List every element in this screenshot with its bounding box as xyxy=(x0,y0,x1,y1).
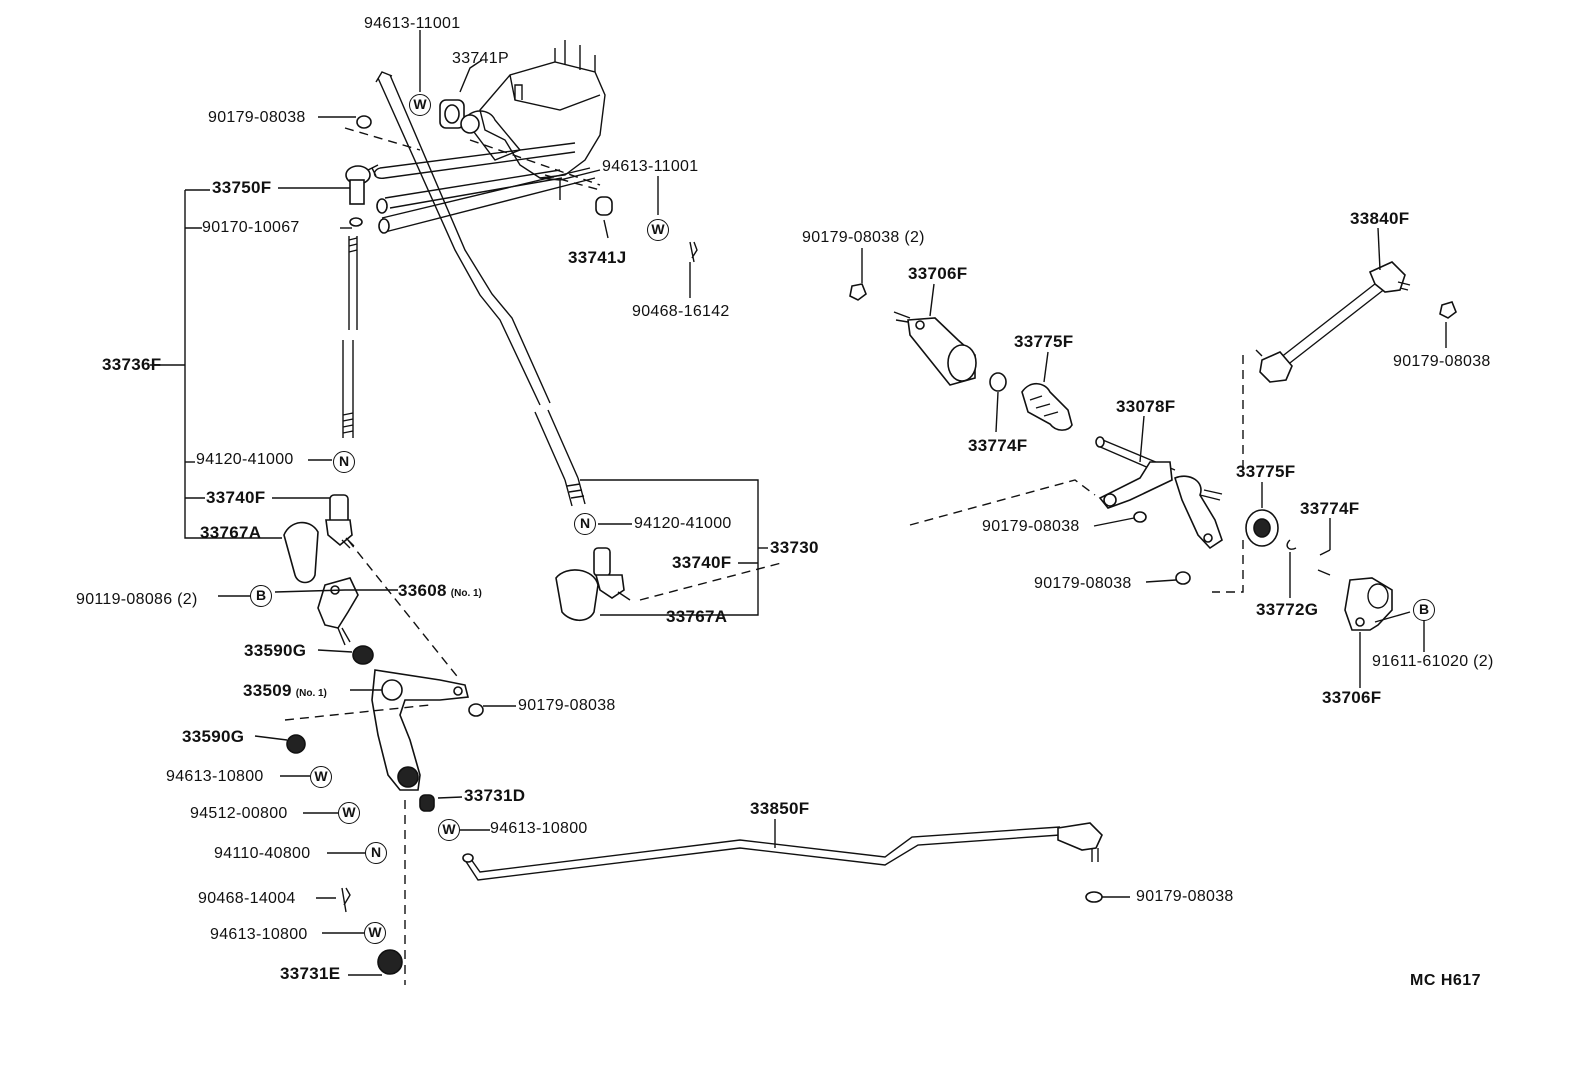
label-90468-16142: 90468-16142 xyxy=(632,303,730,320)
label-33736F: 33736F xyxy=(102,355,162,374)
boot-33775F-top xyxy=(1021,382,1073,431)
label-90179-08038-bottom: 90179-08038 xyxy=(1136,888,1234,905)
label-94110-40800: 94110-40800 xyxy=(214,845,311,862)
label-33767A-left: 33767A xyxy=(200,523,262,542)
label-94120-41000-left: 94120-41000 xyxy=(196,451,294,468)
washer-icon: W xyxy=(338,802,360,824)
label-33740F-right: 33740F xyxy=(672,553,732,572)
label-33850F: 33850F xyxy=(750,799,810,818)
label-33772G: 33772G xyxy=(1256,600,1319,619)
bushing-33741J xyxy=(595,196,613,216)
label-33590G-bottom: 33590G xyxy=(182,727,245,746)
label-94613-10800-b: 94613-10800 xyxy=(490,820,588,837)
shaft-33078F xyxy=(1095,436,1223,550)
label-90119-08086: 90119-08086 (2) xyxy=(76,591,198,608)
label-33730: 33730 xyxy=(770,538,819,557)
bolt-icon: B xyxy=(250,585,272,607)
label-90170-10067: 90170-10067 xyxy=(202,219,300,236)
lever-33509 xyxy=(371,669,469,791)
cotter-pin-90468-14004 xyxy=(341,887,351,913)
label-33767A-right: 33767A xyxy=(666,607,728,626)
label-33775F-right: 33775F xyxy=(1236,462,1296,481)
clip-33772G xyxy=(1286,539,1297,550)
cross-rods xyxy=(373,142,596,234)
label-94613-11001-mid: 94613-11001 xyxy=(602,158,699,175)
label-94613-11001-top: 94613-11001 xyxy=(364,15,461,32)
lever-33706F-bottom xyxy=(1344,577,1393,631)
nut-90179-08038-2 xyxy=(849,283,867,301)
lever-33706F-top xyxy=(893,311,977,386)
label-33608: 33608(No. 1) xyxy=(398,581,482,600)
label-90179-08038-right: 90179-08038 xyxy=(1393,353,1491,370)
label-33774F-top: 33774F xyxy=(968,436,1028,455)
threaded-rod-33736F xyxy=(342,236,358,438)
label-33775F-top: 33775F xyxy=(1014,332,1074,351)
washer-icon: W xyxy=(409,94,431,116)
label-90179-08038-2: 90179-08038 (2) xyxy=(802,229,925,246)
washer-icon: W xyxy=(310,766,332,788)
ball-joint-33740F-right xyxy=(593,547,631,601)
bracket-33608 xyxy=(317,577,359,646)
label-33840F: 33840F xyxy=(1350,209,1410,228)
label-33078F: 33078F xyxy=(1116,397,1176,416)
ball-joint-33750F xyxy=(345,115,379,227)
label-33741J: 33741J xyxy=(568,248,627,267)
label-90468-14004: 90468-14004 xyxy=(198,890,296,907)
label-33706F-bottom: 33706F xyxy=(1322,688,1382,707)
nut-icon: N xyxy=(365,842,387,864)
boot-33767A-left xyxy=(283,521,319,584)
cotter-pin-90468-16142 xyxy=(689,241,698,263)
washer-icon: W xyxy=(647,219,669,241)
boot-33767A-right xyxy=(555,569,599,622)
bushing-33731D xyxy=(419,794,435,812)
label-90179-08038-center-1: 90179-08038 xyxy=(982,518,1080,535)
label-33509: 33509(No. 1) xyxy=(243,681,327,700)
bushing-33731E xyxy=(377,949,403,975)
label-91611-61020: 91611-61020 (2) xyxy=(1372,653,1494,670)
label-33750F: 33750F xyxy=(212,178,272,197)
nut-icon: N xyxy=(574,513,596,535)
label-33731E: 33731E xyxy=(280,964,341,983)
diagram-code: MC H617 xyxy=(1410,972,1482,989)
shift-rod xyxy=(375,71,586,507)
rod-33840F xyxy=(1255,261,1411,383)
clip-33774F-right xyxy=(1317,549,1331,576)
label-33731D: 33731D xyxy=(464,786,526,805)
bushing-33590G-bottom xyxy=(286,734,306,754)
label-94120-41000-right: 94120-41000 xyxy=(634,515,732,532)
bushing-33741P xyxy=(439,99,480,134)
label-33740F-left: 33740F xyxy=(206,488,266,507)
label-94512-00800: 94512-00800 xyxy=(190,805,288,822)
label-33590G-top: 33590G xyxy=(244,641,307,660)
label-33774F-right: 33774F xyxy=(1300,499,1360,518)
bushing-33590G-top xyxy=(352,645,374,665)
label-90179-08038-top-left: 90179-08038 xyxy=(208,109,306,126)
nut-icon: N xyxy=(333,451,355,473)
label-33741P: 33741P xyxy=(452,50,509,67)
washer-icon: W xyxy=(364,922,386,944)
label-94613-10800-a: 94613-10800 xyxy=(166,768,264,785)
label-33706F-top: 33706F xyxy=(908,264,968,283)
washer-icon: W xyxy=(438,819,460,841)
label-94613-10800-c: 94613-10800 xyxy=(210,926,308,943)
ball-joint-33740F-left xyxy=(325,494,355,549)
label-90179-08038-mid: 90179-08038 xyxy=(518,697,616,714)
long-rod-33850F xyxy=(462,822,1103,881)
washer-33774F-top xyxy=(989,372,1007,392)
nut-90179-08038-right xyxy=(1439,301,1457,319)
label-90179-08038-center-2: 90179-08038 xyxy=(1034,575,1132,592)
bolt-icon: B xyxy=(1413,599,1435,621)
